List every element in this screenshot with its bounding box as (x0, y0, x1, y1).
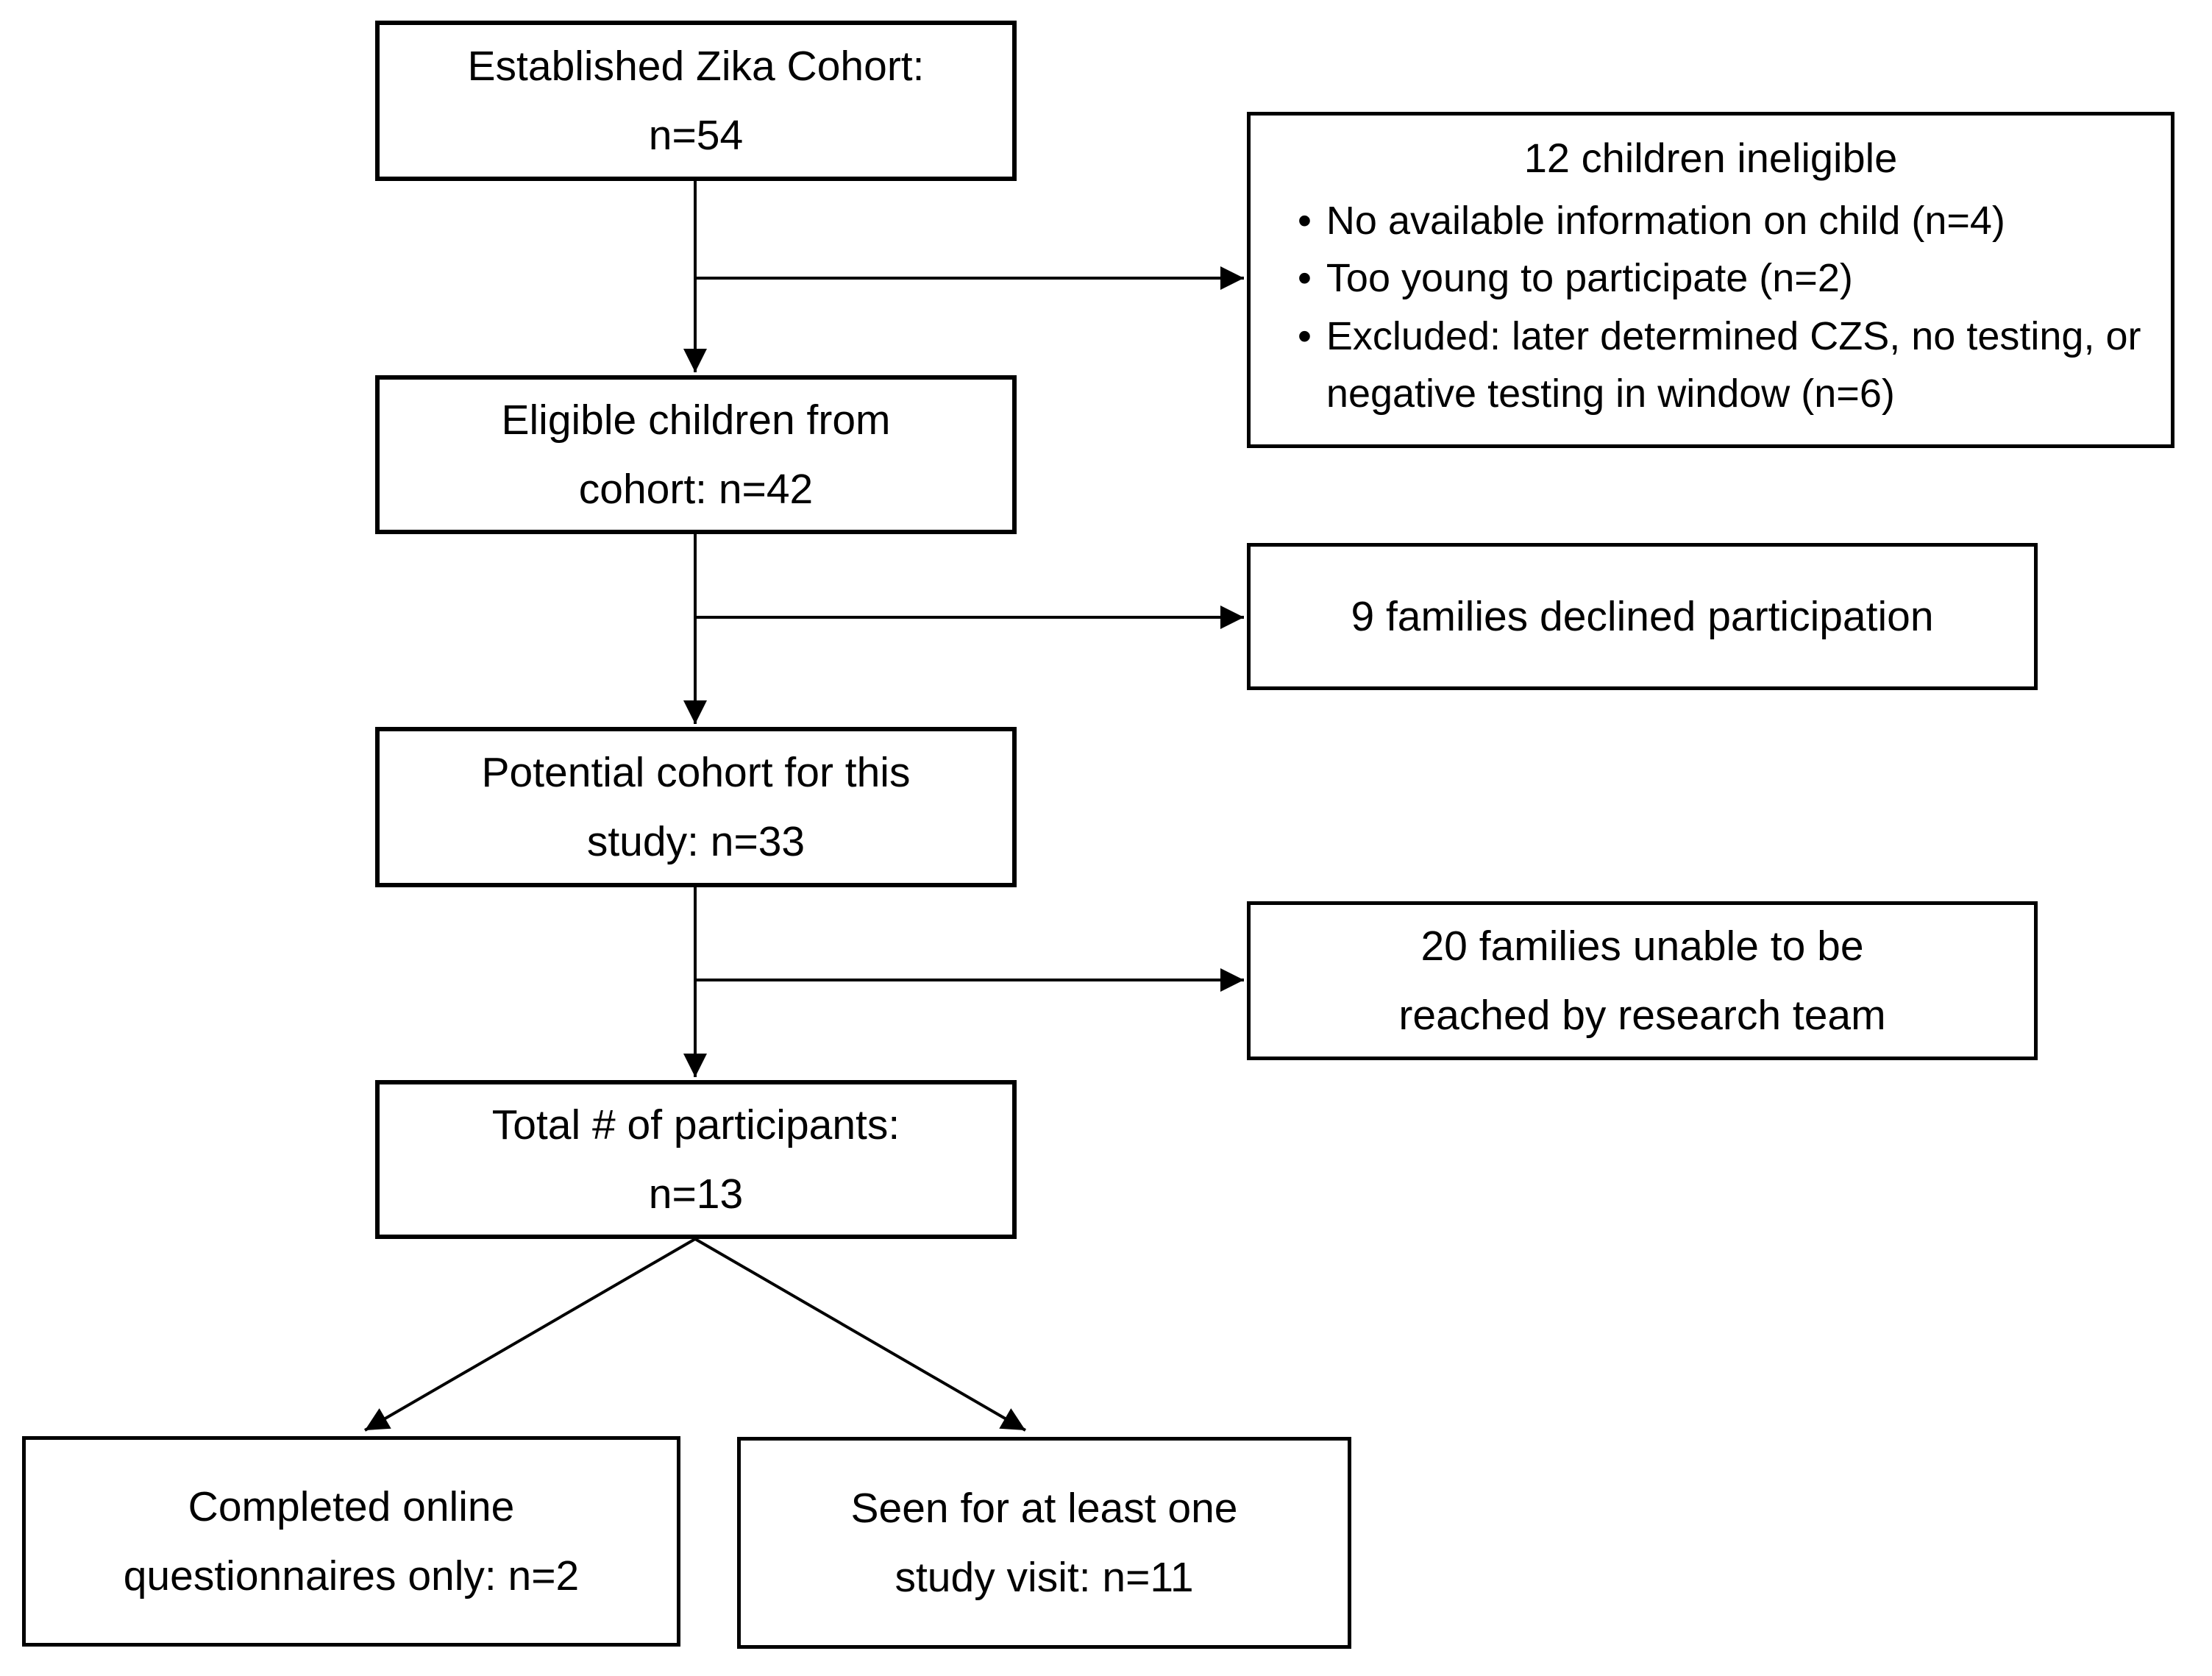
list-item: • Excluded: later determined CZS, no tes… (1298, 308, 2149, 423)
list-item: • No available information on child (n=4… (1298, 192, 2149, 249)
box-families-declined: 9 families declined participation (1247, 543, 2038, 690)
box-online-questionnaires: Completed online questionnaires only: n=… (22, 1436, 680, 1647)
box-study-visit: Seen for at least one study visit: n=11 (737, 1437, 1351, 1649)
list-item: • Too young to participate (n=2) (1298, 249, 2149, 307)
box-established-cohort-text: Established Zika Cohort: n=54 (467, 42, 925, 159)
ineligible-reason-text: Excluded: later determined CZS, no testi… (1326, 313, 2141, 416)
box-families-declined-text: 9 families declined participation (1351, 592, 1934, 640)
ineligible-reason-text: Too young to participate (n=2) (1326, 256, 1853, 301)
box-potential-cohort-text: Potential cohort for this study: n=33 (481, 748, 911, 865)
bullet-marker: • (1298, 199, 1312, 243)
box-established-cohort: Established Zika Cohort: n=54 (375, 21, 1017, 181)
box-children-ineligible: 12 children ineligible • No available in… (1247, 112, 2174, 448)
box-total-participants: Total # of participants: n=13 (375, 1080, 1017, 1239)
bullet-marker: • (1298, 313, 1312, 358)
box-eligible-children-text: Eligible children from cohort: n=42 (501, 396, 891, 513)
box-children-ineligible-title: 12 children ineligible (1523, 135, 1898, 181)
box-total-participants-text: Total # of participants: n=13 (491, 1101, 900, 1218)
box-families-unreached: 20 families unable to be reached by rese… (1247, 901, 2038, 1060)
arrow-total-to-visits (694, 1238, 1027, 1432)
box-study-visit-text: Seen for at least one study visit: n=11 (850, 1484, 1238, 1601)
ineligible-reasons-list: • No available information on child (n=4… (1273, 192, 2149, 422)
box-potential-cohort: Potential cohort for this study: n=33 (375, 727, 1017, 887)
ineligible-reason-text: No available information on child (n=4) (1326, 199, 2005, 243)
box-online-questionnaires-text: Completed online questionnaires only: n=… (123, 1483, 580, 1599)
box-eligible-children: Eligible children from cohort: n=42 (375, 375, 1017, 534)
arrow-total-to-questionnaires (363, 1238, 697, 1432)
box-families-unreached-text: 20 families unable to be reached by rese… (1398, 922, 1886, 1039)
bullet-marker: • (1298, 256, 1312, 301)
